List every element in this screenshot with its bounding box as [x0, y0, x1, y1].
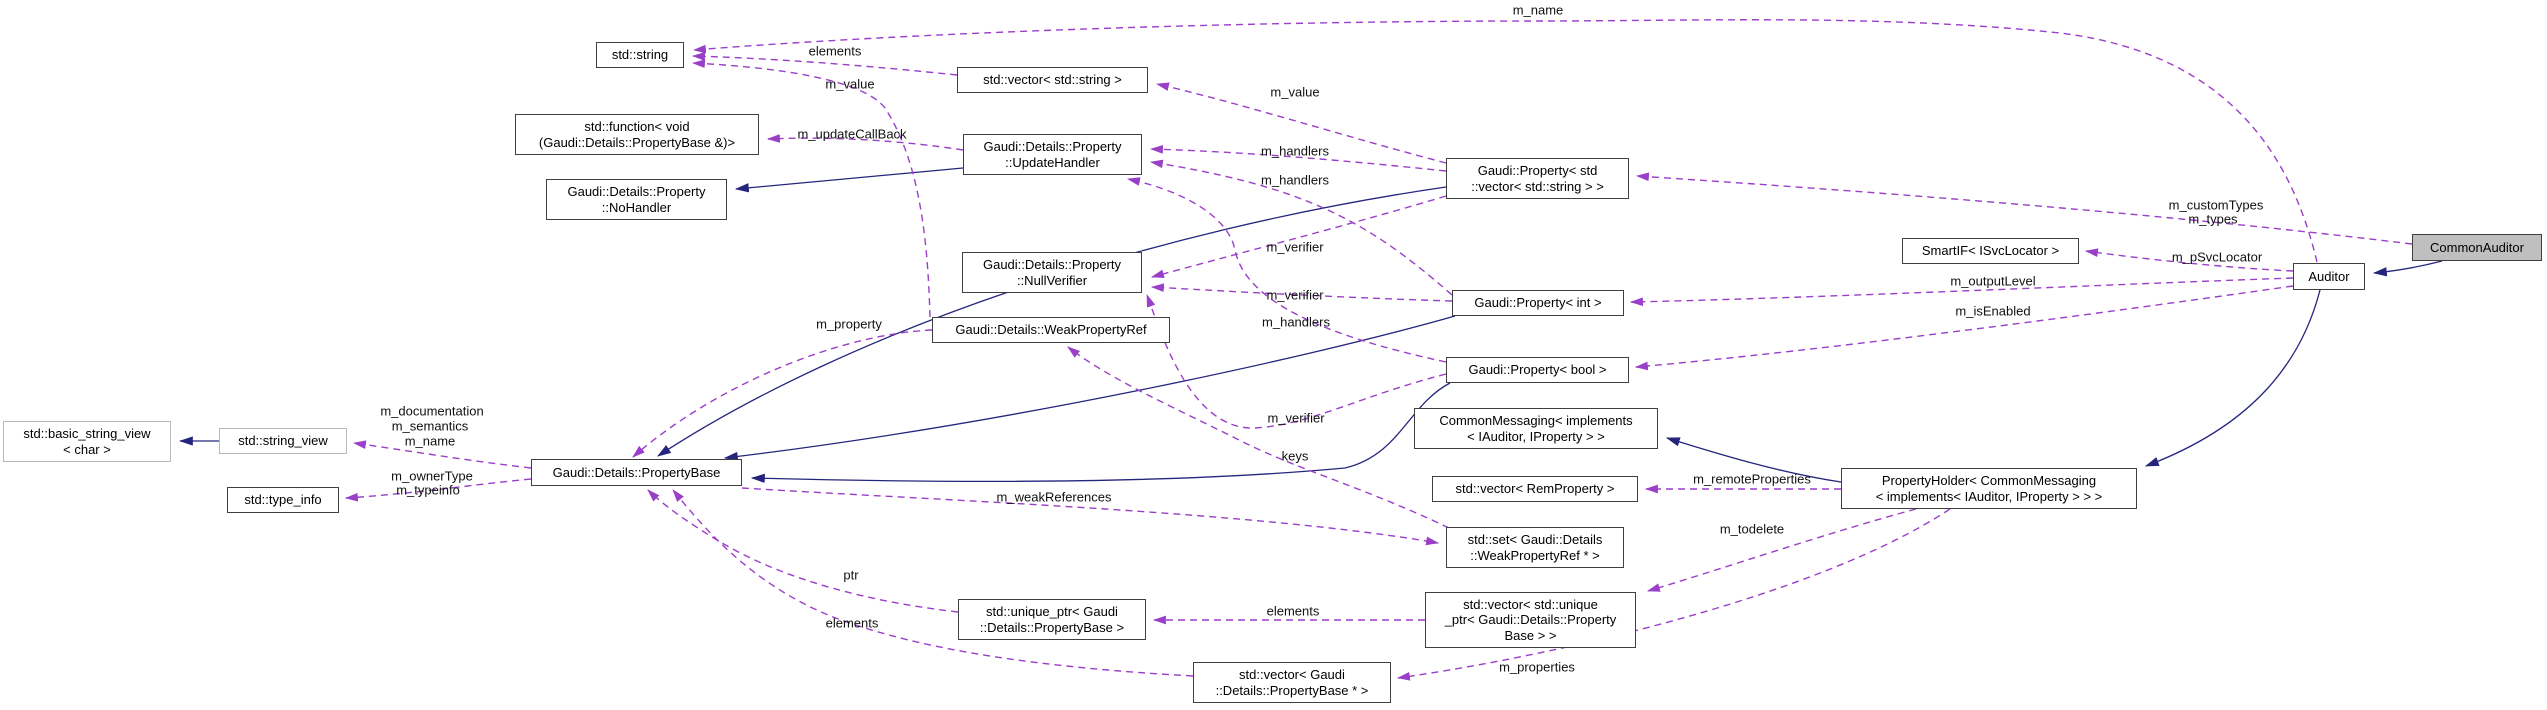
- edge-keys-set-weakpropertyref: [1067, 346, 1450, 529]
- edge-mhandlers-propertyvecstring-updatehandler: [1149, 145, 1447, 172]
- node-property-holder[interactable]: PropertyHolder< CommonMessaging < implem…: [1841, 468, 2137, 509]
- edge-mproperties-propertyholder-vectorpbptr: [1396, 508, 1951, 681]
- node-auditor[interactable]: Auditor: [2293, 263, 2365, 290]
- node-vector-rem-property[interactable]: std::vector< RemProperty >: [1432, 476, 1638, 502]
- node-weak-property-ref[interactable]: Gaudi::Details::WeakPropertyRef: [932, 317, 1170, 343]
- edge-commonauditor-auditor: [2372, 260, 2443, 277]
- node-common-messaging[interactable]: CommonMessaging< implements < IAuditor, …: [1414, 408, 1658, 449]
- edge-mpsvclocator-auditor-smartif: [2084, 248, 2294, 272]
- edge-mweakreferences-propertybase-set: [741, 487, 1440, 546]
- edge-mtypeinfo-propertybase-typeinfo: [344, 478, 532, 502]
- node-unique-ptr-property-base[interactable]: std::unique_ptr< Gaudi ::Details::Proper…: [958, 599, 1146, 640]
- edge-mcustomtypes-commonauditor-propertyvecstring: [1635, 172, 2413, 245]
- node-std-string[interactable]: std::string: [596, 42, 684, 68]
- edge-auditor-propertyholder: [2144, 289, 2321, 467]
- edge-propertybool-propertybase: [750, 382, 1451, 484]
- edge-updatehandler-nohandler: [734, 167, 964, 193]
- node-property-int[interactable]: Gaudi::Property< int >: [1452, 290, 1624, 316]
- edge-ptr-uniqueptr-propertybase: [647, 489, 959, 613]
- node-smart-if-isvclocator[interactable]: SmartIF< ISvcLocator >: [1902, 238, 2079, 264]
- node-set-weak-property-ref[interactable]: std::set< Gaudi::Details ::WeakPropertyR…: [1446, 527, 1624, 568]
- node-property-bool[interactable]: Gaudi::Property< bool >: [1446, 357, 1629, 383]
- node-vector-unique-ptr[interactable]: std::vector< std::unique _ptr< Gaudi::De…: [1425, 592, 1636, 648]
- edge-mproperty-weakpropertyref-propertybase: [632, 329, 933, 458]
- node-common-auditor[interactable]: CommonAuditor: [2412, 234, 2542, 261]
- node-property-base[interactable]: Gaudi::Details::PropertyBase: [531, 459, 742, 486]
- edge-mvalue-weakpropertyref-stdstring: [691, 59, 931, 318]
- node-string-view[interactable]: std::string_view: [219, 428, 347, 454]
- node-std-vector-std-string[interactable]: std::vector< std::string >: [957, 67, 1148, 93]
- edge-mvalue-propertyvecstring-vectorstring: [1155, 82, 1447, 164]
- edge-mverifier-propertybool-nullverifier: [1146, 293, 1447, 429]
- edge-moutputlevel-auditor-propertyint: [1629, 277, 2294, 307]
- edge-mname-propertybase-stringview: [352, 440, 532, 469]
- node-vector-property-base-ptr[interactable]: std::vector< Gaudi ::Details::PropertyBa…: [1193, 662, 1391, 703]
- edge-propertyint-propertybase: [723, 315, 1456, 462]
- node-basic-string-view[interactable]: std::basic_string_view < char >: [3, 421, 171, 462]
- edge-mname-auditor-stdstring: [692, 19, 2318, 263]
- edge-propertyholder-commonmessaging: [1665, 437, 1842, 483]
- edge-mverifier-propertyvecstring-nullverifier: [1150, 195, 1447, 279]
- edge-misenabled-auditor-propertybool: [1634, 285, 2294, 371]
- edge-mhandlers-propertyint-updatehandler: [1149, 159, 1453, 296]
- edge-mhandlers-propertybool-updatehandler: [1126, 177, 1447, 363]
- edge-elements-vectorpbptr-propertybase: [672, 489, 1194, 677]
- node-type-info[interactable]: std::type_info: [227, 487, 339, 513]
- edge-elements-vectorstring-stdstring: [691, 52, 958, 76]
- edge-mverifier-propertyint-nullverifier: [1150, 283, 1453, 302]
- node-std-function[interactable]: std::function< void (Gaudi::Details::Pro…: [515, 114, 759, 155]
- edge-mupdatecallback-updatehandler-stdfunction: [766, 134, 964, 151]
- node-update-handler[interactable]: Gaudi::Details::Property ::UpdateHandler: [963, 134, 1142, 175]
- node-property-vector-string[interactable]: Gaudi::Property< std ::vector< std::stri…: [1446, 158, 1629, 199]
- node-null-verifier[interactable]: Gaudi::Details::Property ::NullVerifier: [962, 252, 1142, 293]
- node-no-handler[interactable]: Gaudi::Details::Property ::NoHandler: [546, 179, 727, 220]
